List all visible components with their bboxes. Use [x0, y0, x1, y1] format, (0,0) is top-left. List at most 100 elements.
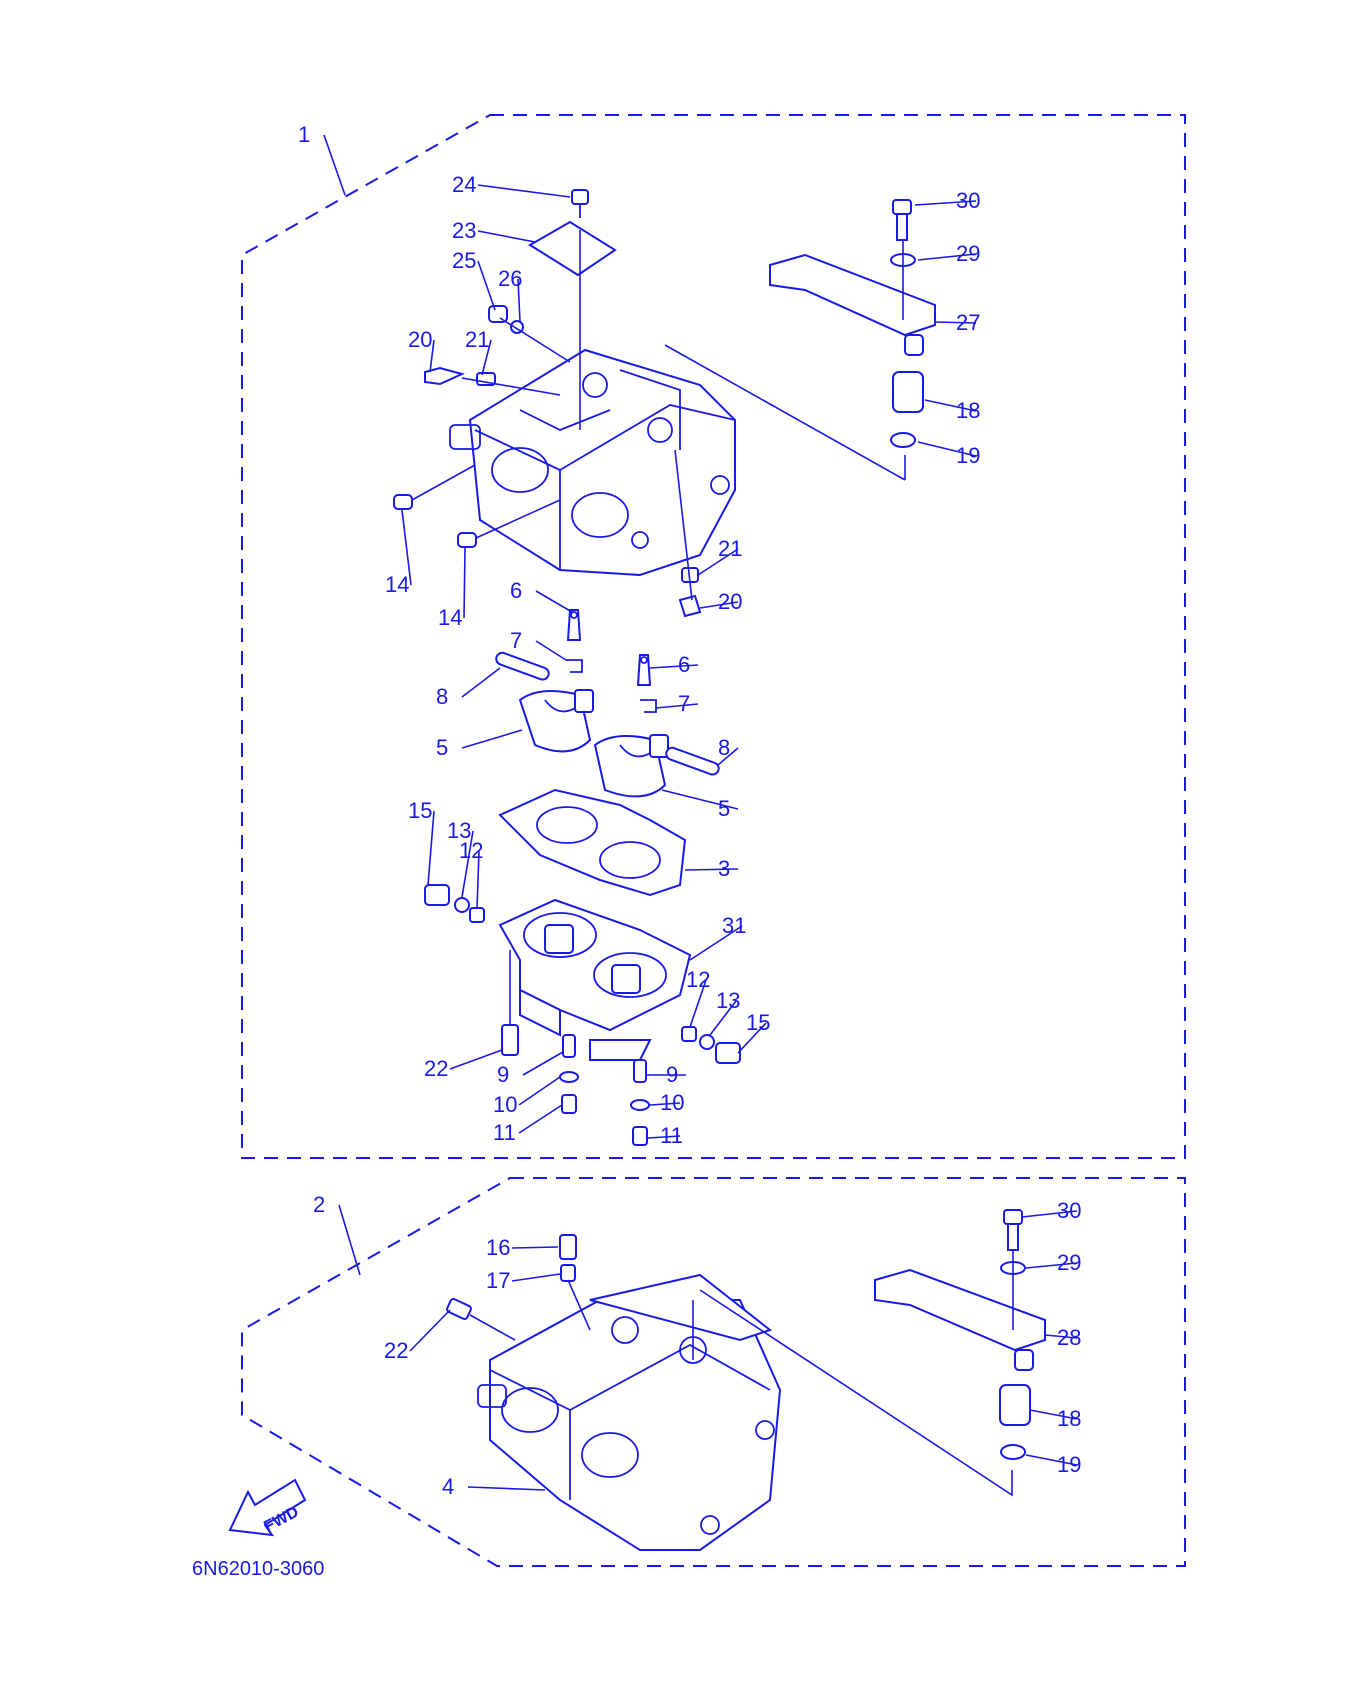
part-number-label: 12	[686, 967, 710, 992]
diagram-code: 6N62010-3060	[192, 1558, 324, 1580]
callout-leader	[461, 667, 501, 698]
part-number-label: 21	[718, 536, 742, 561]
part-number-label: 19	[1057, 1452, 1081, 1477]
part-8-pin-left	[495, 651, 550, 681]
carburetor-lower-body	[477, 1273, 782, 1551]
callout-leader	[477, 260, 496, 311]
part-number-label: 3	[718, 856, 730, 881]
callout-leader	[684, 868, 739, 871]
part-3-gasket	[498, 788, 687, 897]
part-10-washer-left	[559, 1071, 579, 1083]
part-number-label: 30	[1057, 1198, 1081, 1223]
callout-leader	[914, 200, 977, 206]
part-22-screw-b	[446, 1297, 472, 1321]
part-number-label: 21	[465, 327, 489, 352]
callout-leader	[467, 1486, 546, 1491]
part-number-label: 7	[678, 691, 690, 716]
part-number-label: 30	[956, 188, 980, 213]
callout-leader	[924, 399, 977, 412]
callout-leader	[518, 1104, 563, 1134]
part-number-label: 22	[384, 1338, 408, 1363]
callout-leader	[461, 729, 523, 749]
callout-leader	[655, 703, 699, 709]
part-number-label: 5	[718, 796, 730, 821]
callout-leader	[511, 1273, 561, 1282]
part-number-label: 7	[510, 628, 522, 653]
part-number-label: 26	[498, 266, 522, 291]
callout-leader	[647, 1135, 681, 1139]
part-30-bolt	[892, 199, 912, 241]
part-number-label: 13	[447, 818, 471, 843]
part-number-label: 9	[666, 1062, 678, 1087]
callout-leader	[1021, 1210, 1078, 1218]
callout-leader	[427, 810, 435, 886]
callout-leader	[1025, 1454, 1078, 1466]
callout-leader	[477, 230, 536, 243]
part-number-label: 10	[660, 1090, 684, 1115]
part-number-label: 29	[956, 241, 980, 266]
callout-leader	[338, 1204, 361, 1276]
part-number-label: 2	[313, 1192, 325, 1217]
part-number-label: 15	[746, 1010, 770, 1035]
part-number-label: 15	[408, 798, 432, 823]
part-11-plug-left	[561, 1094, 577, 1114]
part-9-jet-left	[562, 1034, 576, 1058]
part-20-screw-b	[678, 594, 702, 618]
callout-leader	[1025, 1262, 1078, 1269]
callout-leader	[535, 640, 567, 661]
part-number-label: 5	[436, 735, 448, 760]
part-17-spring	[560, 1264, 576, 1282]
group-1-boundary	[241, 114, 1186, 1159]
part-12-screw-left	[469, 907, 485, 923]
callout-leader	[689, 979, 707, 1028]
part-number-label: 20	[718, 589, 742, 614]
part-number-label: 17	[486, 1268, 510, 1293]
part-27-lever	[769, 253, 936, 337]
part-number-label: 18	[956, 398, 980, 423]
part-28-lever	[874, 1268, 1046, 1352]
callout-leader	[429, 339, 435, 373]
fwd-arrow-icon: FWD	[228, 1478, 307, 1537]
part-19-washer-b	[1000, 1444, 1026, 1460]
part-30-bolt-b	[1003, 1209, 1023, 1251]
callout-leader	[697, 548, 739, 576]
callout-leader	[463, 547, 466, 619]
part-number-label: 9	[497, 1062, 509, 1087]
carburetor-upper-body	[449, 348, 736, 577]
callout-leader	[409, 1309, 451, 1352]
callout-leader	[649, 1102, 681, 1106]
callout-leader	[476, 850, 480, 909]
part-25-plug	[488, 305, 508, 323]
callout-leader	[449, 1049, 503, 1070]
group-2-boundary	[241, 1177, 1186, 1567]
part-number-label: 22	[424, 1056, 448, 1081]
part-9-jet-right	[633, 1059, 647, 1083]
part-number-label: 25	[452, 248, 476, 273]
part-number-label: 29	[1057, 1250, 1081, 1275]
part-number-label: 11	[660, 1123, 683, 1148]
part-18-grommet	[892, 371, 924, 413]
callout-leader	[518, 1076, 561, 1106]
part-number-label: 6	[510, 578, 522, 603]
callout-leader	[661, 789, 739, 810]
part-13-oring-right	[699, 1034, 715, 1050]
part-number-label: 14	[438, 605, 462, 630]
part-7-clip-left	[566, 659, 583, 673]
callout-leader	[917, 441, 977, 457]
part-31-float-bowl	[498, 898, 692, 1061]
part-6-needle-left	[566, 609, 582, 641]
callout-leader	[461, 830, 474, 898]
part-number-label: 23	[452, 218, 476, 243]
part-7-clip-right	[640, 699, 657, 713]
part-number-label: 8	[718, 735, 730, 760]
callout-leader	[522, 1051, 564, 1076]
part-22-screw	[501, 1024, 519, 1056]
callout-leader	[737, 1022, 767, 1054]
part-18-grommet-b	[999, 1384, 1031, 1426]
part-number-label: 10	[493, 1092, 517, 1117]
part-12-screw-right	[681, 1026, 697, 1042]
part-10-washer-right	[630, 1099, 650, 1111]
part-6-needle-right	[636, 654, 652, 686]
part-number-label: 24	[452, 172, 476, 197]
